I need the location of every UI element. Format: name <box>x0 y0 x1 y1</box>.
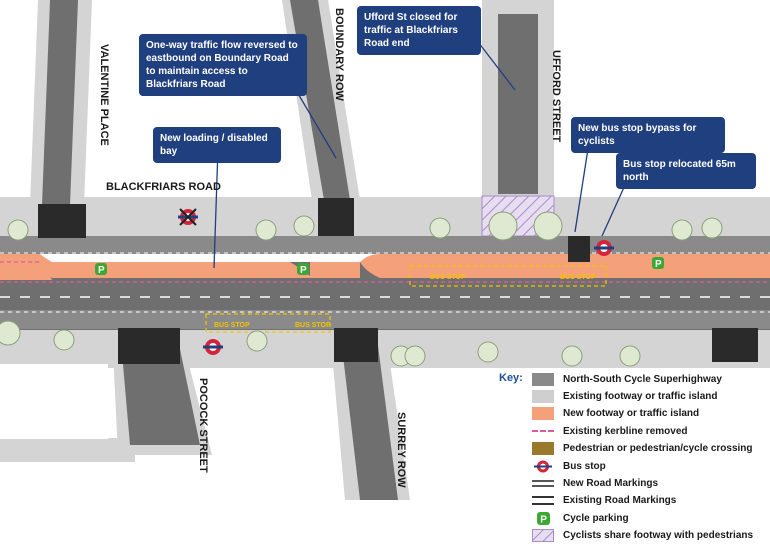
south-cycle-track <box>0 310 770 329</box>
pocock-street-label: POCOCK STREET <box>197 378 209 473</box>
legend-label: New Road Markings <box>563 477 659 489</box>
tree-icon <box>53 329 75 351</box>
legend-swatch <box>532 407 554 421</box>
legend-item: New footway or traffic island <box>532 407 699 421</box>
svg-text:P: P <box>540 514 547 525</box>
legend-item: P Cycle parking <box>532 511 629 525</box>
bus-stop-icon <box>203 339 223 355</box>
tree-icon <box>619 345 641 367</box>
tree-icon <box>533 211 563 241</box>
tree-icon <box>477 341 499 363</box>
callout-loading-bay: New loading / disabled bay <box>153 127 281 163</box>
cycle-parking-icon: P <box>532 511 554 525</box>
legend-item: Existing kerbline removed <box>532 424 688 438</box>
callout-one-way: One-way traffic flow reversed to eastbou… <box>139 34 307 96</box>
legend-swatch <box>532 494 554 507</box>
tree-icon <box>561 345 583 367</box>
legend-swatch <box>532 442 554 456</box>
bus-stop-marking-1: BUS STOP <box>430 274 466 281</box>
svg-text:P: P <box>98 265 105 276</box>
legend-label: Existing footway or traffic island <box>563 390 718 402</box>
tree-icon <box>671 219 693 241</box>
pedestrian-crossings <box>38 198 758 364</box>
bus-stop-marking-2: BUS STOP <box>560 274 596 281</box>
lane-markings <box>0 252 770 313</box>
bus-stop-icon <box>594 240 614 256</box>
tree-icon <box>255 219 277 241</box>
north-cycle-track <box>0 236 770 254</box>
bus-stops <box>178 208 614 355</box>
bus-stop-icon <box>532 460 554 473</box>
tree-icon <box>293 215 315 237</box>
building-block <box>0 364 108 439</box>
trees <box>0 211 723 367</box>
cycle-parking-icon <box>652 257 664 269</box>
legend-item: Existing Road Markings <box>532 494 676 508</box>
legend-item: New Road Markings <box>532 476 658 490</box>
blackfriars-road-label: BLACKFRIARS ROAD <box>106 181 221 193</box>
surrey-row-label: SURREY ROW <box>395 412 407 488</box>
legend-title: Key: <box>499 372 523 384</box>
bus-stop-marking-4: BUS STOP <box>295 322 331 329</box>
legend-label: Bus stop <box>563 460 606 472</box>
callout-bypass: New bus stop bypass for cyclists <box>571 117 725 153</box>
legend-item: Pedestrian or pedestrian/cycle crossing <box>532 442 753 456</box>
legend-label: Cyclists share footway with pedestrians <box>563 530 754 542</box>
legend-swatch <box>532 430 554 433</box>
bus-stop-boxes <box>205 265 607 333</box>
legend-label: Pedestrian or pedestrian/cycle crossing <box>563 443 753 455</box>
south-footway <box>0 328 770 368</box>
legend-label: Cycle parking <box>563 512 629 524</box>
tree-icon <box>429 217 451 239</box>
tree-icon <box>404 345 426 367</box>
cycle-parking-icon <box>95 263 107 275</box>
bus-stop-marking-3: BUS STOP <box>214 322 250 329</box>
tree-icon <box>7 219 29 241</box>
kerbline-removed <box>0 261 770 283</box>
tree-icon <box>488 211 518 241</box>
legend-swatch <box>532 389 554 403</box>
legend-item: Bus stop <box>532 459 606 473</box>
legend-swatch <box>532 372 554 386</box>
removed-bus-stop-icon <box>178 208 198 226</box>
legend-item: North-South Cycle Superhighway <box>532 372 722 386</box>
callout-ufford-closed: Ufford St closed for traffic at Blackfri… <box>357 6 481 55</box>
legend-item: Cyclists share footway with pedestrians <box>532 529 753 543</box>
tree-icon <box>246 330 268 352</box>
cycle-parking: P P P <box>95 257 664 276</box>
legend-label: Existing Road Markings <box>563 495 677 507</box>
svg-text:P: P <box>300 265 307 276</box>
legend-swatch <box>532 529 554 543</box>
legend-label: North-South Cycle Superhighway <box>563 373 722 385</box>
ufford-street-label: UFFORD STREET <box>550 50 562 143</box>
svg-text:P: P <box>655 259 662 270</box>
valentine-place-label: VALENTINE PLACE <box>98 44 110 146</box>
legend-swatch <box>532 477 554 490</box>
legend-label: New footway or traffic island <box>563 408 700 420</box>
legend-item: Existing footway or traffic island <box>532 389 717 403</box>
cycle-parking-icon <box>297 263 309 275</box>
tree-icon <box>0 320 21 346</box>
callout-relocated: Bus stop relocated 65m north <box>616 153 756 189</box>
north-footway <box>0 197 770 237</box>
tree-icon <box>701 217 723 239</box>
legend-label: Existing kerbline removed <box>563 425 688 437</box>
boundary-row-label: BOUNDARY ROW <box>333 8 345 102</box>
